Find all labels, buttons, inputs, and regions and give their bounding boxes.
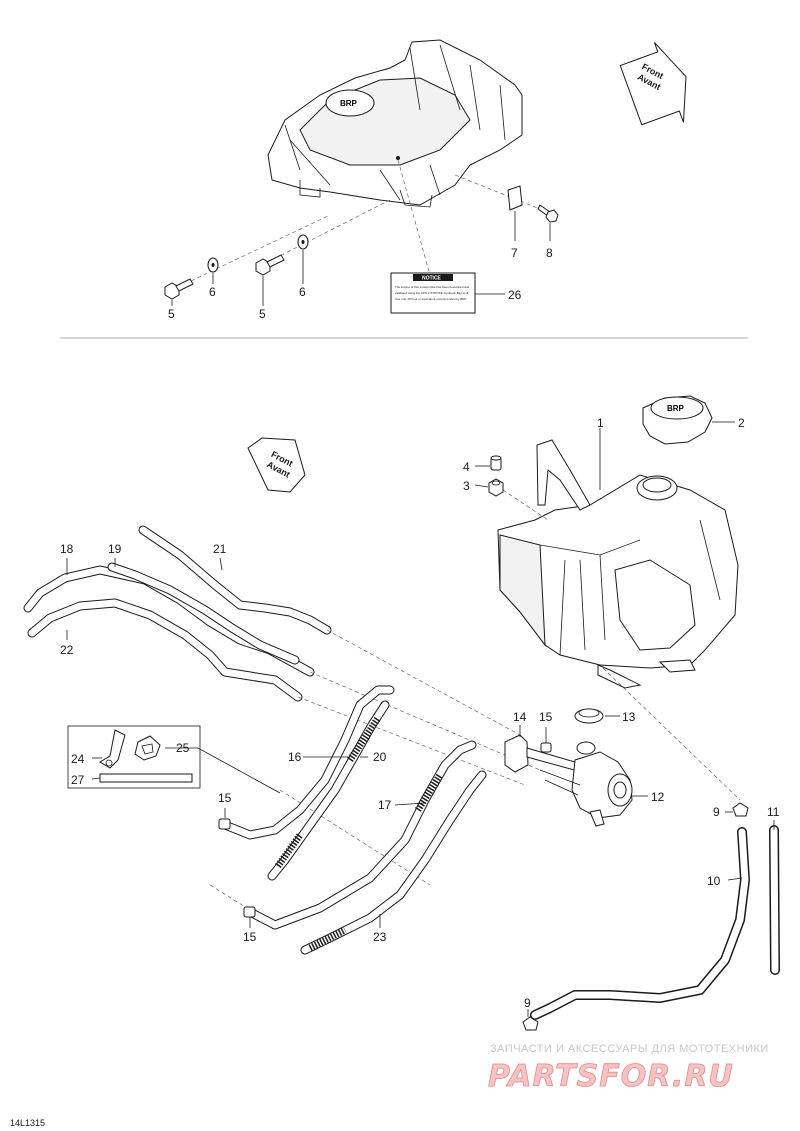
- oil-tank-detail-lines: [539, 519, 721, 656]
- spacer-plate-7: [507, 185, 523, 211]
- clip-24: [99, 729, 126, 769]
- hose-clamp-13: [574, 708, 604, 724]
- callout-20: 20: [373, 750, 387, 764]
- lower-leaders: [66, 421, 775, 1017]
- hose-10: [530, 827, 750, 1020]
- oil-lines-group-upper: [23, 525, 332, 702]
- callout-15-pump: 15: [539, 710, 553, 724]
- oil-tank-front-face: [499, 534, 546, 647]
- callout-5-left: 5: [168, 307, 175, 321]
- svg-text:BRP: BRP: [667, 404, 685, 413]
- upper-tank-assembly: BRP: [267, 39, 523, 208]
- notice-body-line-1: The engine of this snowmobile has been d…: [395, 285, 470, 289]
- oil-lines-group-lower: [218, 685, 552, 955]
- drawing-number: 14L1315: [10, 1118, 45, 1128]
- oil-tank-bracket: [536, 439, 591, 511]
- callout-10: 10: [707, 874, 721, 888]
- callout-14: 14: [513, 710, 527, 724]
- callout-2: 2: [738, 416, 745, 430]
- notice-decal-26: NOTICE The engine of this snowmobile has…: [390, 272, 476, 314]
- callout-7: 7: [511, 246, 518, 260]
- callout-6-left: 6: [209, 285, 216, 299]
- nut-dash-line: [502, 489, 549, 521]
- callout-labels: 1 2 3 4 5 5 6 6 7 8 9 9 10 11 12 13 14 1…: [60, 246, 780, 1010]
- callout-25: 25: [176, 741, 190, 755]
- callout-24: 24: [71, 752, 85, 766]
- oil-tank-side-recess: [614, 559, 696, 651]
- bolt-5-right: [255, 254, 285, 276]
- front-arrow-upper: Front Avant: [619, 42, 687, 126]
- decal-dash-line: [397, 159, 431, 276]
- watermark-brand: PARTSFOR.RU: [488, 1059, 734, 1094]
- callout-15-bottom: 15: [243, 930, 257, 944]
- tank-rib-lines: [284, 44, 506, 201]
- nut-3: [488, 478, 504, 497]
- callout-17: 17: [378, 798, 392, 812]
- callout-19: 19: [108, 542, 122, 556]
- notice-body-line-2: validated using the XPS 2-STROKE Synthet…: [395, 291, 469, 295]
- callout-3: 3: [463, 479, 470, 493]
- clamp-9-upper: [732, 802, 749, 817]
- screw-8: [537, 204, 559, 223]
- pump-fitting-plate-14: [504, 734, 529, 773]
- clamp-15-c: [540, 742, 552, 753]
- kit-box: [67, 725, 201, 789]
- grommet-25: [134, 735, 161, 761]
- callout-16: 16: [288, 750, 302, 764]
- notice-title: NOTICE: [422, 276, 442, 282]
- hose-16: [220, 685, 395, 840]
- strip-27: [99, 773, 193, 783]
- callout-12: 12: [651, 790, 665, 804]
- decal-anchor-dot: [396, 156, 400, 160]
- callout-5-right: 5: [259, 307, 266, 321]
- clamp-15-b: [243, 906, 256, 918]
- front-arrow-lower: Front Avant: [247, 437, 306, 493]
- mount-dash-line-3: [454, 174, 556, 216]
- upper-hardware: [164, 159, 559, 306]
- callout-11: 11: [767, 805, 780, 819]
- watermark-tagline: ЗАПЧАСТИ И АКСЕССУАРЫ ДЛЯ МОТОТЕХНИКИ: [490, 1043, 769, 1055]
- clamp-15-a: [218, 818, 231, 830]
- callout-1: 1: [597, 416, 604, 430]
- spring-guard-20: [275, 716, 381, 869]
- oil-tank-bottom-tabs: [597, 659, 696, 689]
- oil-tank-1: [497, 439, 739, 689]
- bolt-5-left: [164, 278, 194, 300]
- callout-22: 22: [60, 643, 74, 657]
- tank-bottom-tabs: [299, 180, 433, 208]
- front-arrow-lower-shape: [247, 437, 306, 493]
- cap-4: [490, 455, 502, 471]
- callout-26: 26: [508, 288, 522, 302]
- callout-4: 4: [463, 460, 470, 474]
- callout-13: 13: [622, 710, 636, 724]
- callout-9-lower: 9: [524, 996, 531, 1010]
- watermark: ЗАПЧАСТИ И АКСЕССУАРЫ ДЛЯ МОТОТЕХНИКИ PA…: [488, 1043, 769, 1094]
- oil-cap-2: BRP: [642, 395, 713, 445]
- notice-body-line-3: Use only XPS oil or equivalent recommend…: [395, 297, 466, 301]
- callout-27: 27: [71, 773, 85, 787]
- callout-15-left: 15: [218, 791, 232, 805]
- pump-inlet-fitting: [576, 741, 596, 755]
- mount-dash-line-1: [171, 214, 331, 291]
- oil-pump-12: [504, 734, 633, 827]
- mount-dash-line-2: [261, 199, 391, 266]
- connection-dash-lines: [209, 629, 741, 911]
- tank-cap-upper: [325, 89, 375, 117]
- spring-guard-17: [415, 773, 443, 812]
- callout-6-right: 6: [299, 285, 306, 299]
- callout-23: 23: [373, 930, 387, 944]
- clamp-9-lower: [522, 1016, 539, 1031]
- callout-9-upper: 9: [713, 805, 720, 819]
- front-arrow-upper-shape: [619, 42, 687, 126]
- callout-8: 8: [546, 246, 553, 260]
- callout-21: 21: [213, 542, 227, 556]
- svg-text:BRP: BRP: [340, 99, 358, 108]
- spring-guard-23: [308, 926, 347, 952]
- callout-18: 18: [60, 542, 74, 556]
